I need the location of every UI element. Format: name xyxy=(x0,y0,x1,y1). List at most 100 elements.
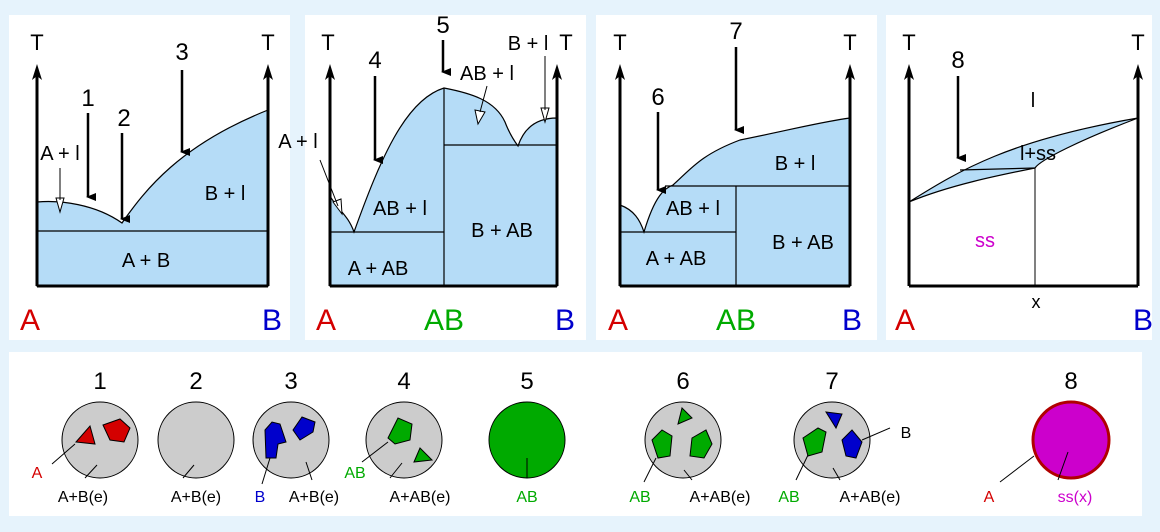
region-l: l xyxy=(1031,90,1035,112)
label-pointer xyxy=(261,457,271,485)
marker-7-label: 7 xyxy=(729,18,742,45)
micro-number: 3 xyxy=(284,368,297,395)
component-ab-label: AB xyxy=(424,304,464,337)
component-b-label: B xyxy=(842,304,862,337)
region-liquidus-fill xyxy=(36,109,269,287)
marker-8-label: 8 xyxy=(951,47,964,74)
grain-circle xyxy=(252,401,330,479)
micro-number: 7 xyxy=(825,368,838,395)
composition-x-label: x xyxy=(1032,292,1041,312)
microstructure-3: 3 B A+B(e) xyxy=(252,368,339,506)
grain-circle xyxy=(644,401,722,479)
microstructure-8: 8 A ss(x) xyxy=(984,368,1111,506)
region-b-plus-l: B + l xyxy=(508,33,549,55)
component-b-label: B xyxy=(1133,304,1153,337)
microstructure-panel: 1 A A+B(e) 2 A+B(e) 3 B A+B(e) xyxy=(9,352,1142,516)
label-pointer xyxy=(1057,451,1069,481)
ab-crystal xyxy=(413,447,434,463)
micro-label-ab: AB xyxy=(516,489,537,506)
right-axis-arrowhead xyxy=(263,64,273,80)
hollow-arrow-b-plus-l xyxy=(540,56,550,124)
hollow-arrow-ab-plus-l xyxy=(474,85,488,126)
grain-circle xyxy=(157,401,235,479)
hollow-arrow-a-plus-l xyxy=(55,168,65,214)
micro-label-eutectic: A+B(e) xyxy=(289,489,339,506)
region-ss: ss xyxy=(975,230,995,252)
micro-label-b: B xyxy=(901,425,912,442)
t-label-left: T xyxy=(30,30,43,55)
t-label-left: T xyxy=(902,30,915,55)
hollow-arrow-a-plus-l xyxy=(319,159,343,216)
left-axis-arrowhead xyxy=(904,64,914,80)
microstructure-4: 4 AB A+AB(e) xyxy=(344,368,450,506)
label-pointer xyxy=(795,454,809,481)
micro-label-eutectic: A+B(e) xyxy=(58,489,108,506)
region-b-plus-ab: B + AB xyxy=(772,232,834,254)
component-b-label: B xyxy=(555,304,575,337)
right-axis-arrowhead xyxy=(845,64,855,80)
component-a-label: A xyxy=(20,304,40,337)
b-crystal xyxy=(264,421,287,459)
t-label-right: T xyxy=(261,30,274,55)
region-a-plus-l: A + l xyxy=(40,143,79,165)
micro-label-eutectic: A+AB(e) xyxy=(840,489,901,506)
region-l-plus-ss: l+ss xyxy=(1020,143,1056,165)
micro-label-ab: AB xyxy=(629,489,650,506)
micro-label-eutectic: A+B(e) xyxy=(171,489,221,506)
microstructure-7: 7 AB A+AB(e) B xyxy=(778,368,911,506)
marker-2-label: 2 xyxy=(117,105,130,132)
micro-label-ss: ss(x) xyxy=(1058,489,1093,506)
label-pointer xyxy=(305,461,313,481)
micro-label-eutectic: A+AB(e) xyxy=(390,489,451,506)
component-ab-label: AB xyxy=(716,304,756,337)
phase-diagram-3: T T AB + l B + l A + AB B + AB 6 7 A AB … xyxy=(596,15,877,340)
marker-3-label: 3 xyxy=(175,39,188,66)
ab-crystal xyxy=(689,429,713,459)
label-pointer xyxy=(182,464,195,479)
component-a-label: A xyxy=(895,304,915,337)
micro-number: 4 xyxy=(397,368,410,395)
grain-circle xyxy=(793,401,871,479)
micro-label-eutectic: A+AB(e) xyxy=(690,489,751,506)
a-crystal xyxy=(102,418,131,443)
phase-diagram-1: T T A + l B + l A + B 1 2 3 A B xyxy=(9,15,290,340)
microstructure-1: 1 A A+B(e) xyxy=(32,368,139,506)
region-b-plus-ab: B + AB xyxy=(471,220,533,242)
region-a-plus-ab: A + AB xyxy=(348,258,409,280)
t-label-right: T xyxy=(559,30,572,55)
region-ab-plus-l: AB + l xyxy=(666,198,720,220)
micro-number: 2 xyxy=(189,368,202,395)
phase-diagram-2: T T A + l AB + l AB + l B + l A + AB B +… xyxy=(278,12,586,340)
region-l-plus-ss-lens xyxy=(908,117,1139,203)
ab-crystal xyxy=(387,417,413,445)
right-axis-arrowhead xyxy=(552,64,562,80)
label-pointer xyxy=(999,455,1035,483)
marker-6-label: 6 xyxy=(651,84,664,111)
grain-circle xyxy=(61,401,139,479)
region-ab-plus-l-left: AB + l xyxy=(373,198,427,220)
micro-number: 6 xyxy=(676,368,689,395)
component-a-label: A xyxy=(608,304,628,337)
label-pointer xyxy=(84,464,98,479)
micro-label-a: A xyxy=(984,489,995,506)
label-pointer xyxy=(832,467,841,481)
marker-1-label: 1 xyxy=(81,85,94,112)
b-crystal xyxy=(841,429,863,459)
micro-label-a: A xyxy=(32,465,43,482)
a-crystal xyxy=(74,424,96,445)
label-pointer xyxy=(683,469,693,481)
t-label-right: T xyxy=(1131,30,1144,55)
marker-5-label: 5 xyxy=(436,12,449,39)
label-pointer xyxy=(389,462,403,479)
micro-label-ab: AB xyxy=(344,465,365,482)
micro-number: 8 xyxy=(1064,368,1077,395)
left-axis-arrowhead xyxy=(32,64,42,80)
region-liquidus-fill xyxy=(619,117,851,287)
ab-crystal xyxy=(802,427,827,457)
micro-label-ab: AB xyxy=(778,489,799,506)
right-axis-arrowhead xyxy=(1133,64,1143,80)
microstructure-6: 6 AB A+AB(e) xyxy=(629,368,750,506)
ab-crystal xyxy=(677,407,693,425)
micro-number: 5 xyxy=(520,368,533,395)
region-a-plus-l: A + l xyxy=(278,131,317,153)
